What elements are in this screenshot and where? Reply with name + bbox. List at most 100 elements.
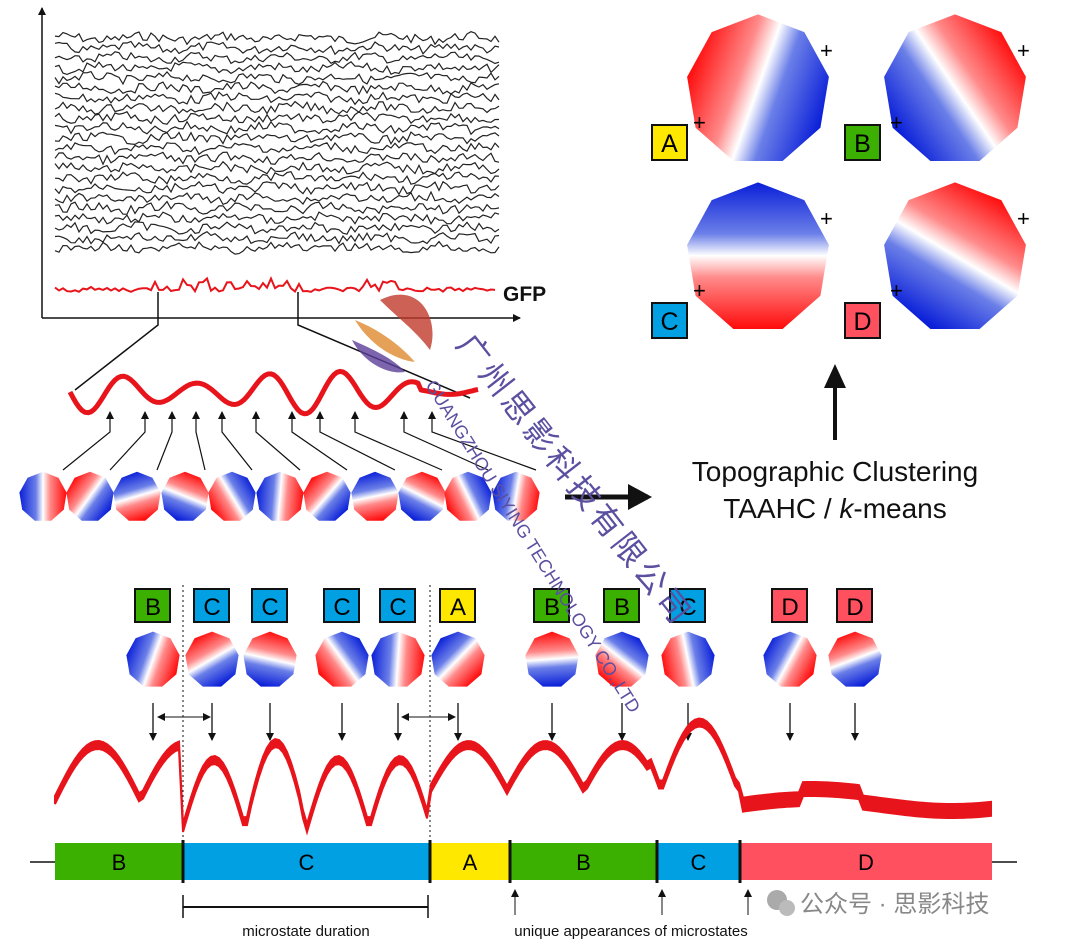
peak-arrow: [109, 411, 149, 471]
template-D: ++D: [844, 182, 1030, 339]
eeg-channel-trace: [54, 70, 500, 86]
template-B: ++B: [844, 14, 1030, 162]
peak-topomap: [492, 471, 540, 521]
template-maps: ++A++B++C++D: [651, 14, 1030, 339]
template-label-box: [651, 124, 688, 161]
segment-label: C: [691, 850, 707, 875]
peak-topomap: [161, 471, 209, 521]
segment-B: [55, 843, 183, 880]
sequence-item: C: [661, 588, 715, 741]
sequence-topomap: [243, 631, 297, 687]
electrode-marker-icon: +: [693, 278, 706, 303]
peak-arrow: [192, 411, 206, 471]
template-topomap: [687, 14, 829, 162]
template-topomap: [884, 182, 1026, 329]
electrode-marker-icon: +: [1017, 38, 1030, 63]
sequence-topomap: [525, 631, 579, 687]
sequence-label-box: [323, 588, 360, 623]
peak-topomap: [398, 471, 446, 521]
clustering-method-prefix: TAAHC /: [723, 493, 839, 524]
peak-arrow: [428, 411, 537, 471]
segment-C: [183, 843, 430, 880]
sequence-item: C: [315, 588, 369, 741]
clustering-title: Topographic Clustering: [692, 456, 978, 487]
eeg-channel-trace: [54, 151, 500, 166]
eeg-channel-trace: [54, 91, 500, 106]
segment-label: B: [112, 850, 127, 875]
template-label: C: [660, 308, 678, 336]
sequence-label: D: [781, 594, 798, 621]
eeg-channel-trace: [54, 111, 499, 125]
segment-B: [510, 843, 657, 880]
eeg-channel-trace: [54, 131, 500, 146]
watermark-logo: [355, 320, 415, 362]
wechat-badge: 公众号 · 思影科技: [767, 890, 989, 918]
clustering-method: TAAHC / k-means: [723, 493, 947, 524]
eeg-channel-trace: [54, 230, 500, 245]
watermark-logo: [380, 294, 433, 350]
clustering-method-suffix: -means: [853, 493, 946, 524]
gfp-large-trace: [54, 717, 992, 836]
sequence-label: D: [846, 594, 863, 621]
sequence-topomap: [431, 631, 485, 687]
peak-arrow: [400, 411, 489, 471]
eeg-channel-trace: [54, 100, 500, 115]
segment-label: D: [858, 850, 874, 875]
peak-topomap: [444, 471, 492, 521]
arrow-head-icon: [824, 364, 846, 388]
sequence-label: C: [261, 594, 278, 621]
sequence-topomap: [126, 631, 180, 687]
sequence-topomap: [371, 631, 425, 687]
gfp-zoomed-trace: [67, 368, 479, 417]
peak-topomap: [208, 471, 256, 521]
duration-label: microstate duration: [242, 923, 370, 940]
sequence-label-box: [439, 588, 476, 623]
peak-topomap: [113, 471, 161, 521]
sequence-topomap: [595, 631, 649, 687]
clustering-label: Topographic Clustering TAAHC / k-means: [692, 456, 978, 524]
sequence-item: D: [763, 588, 817, 741]
template-label-box: [844, 124, 881, 161]
gfp-label: GFP: [503, 283, 546, 306]
eeg-traces: [54, 31, 500, 255]
sequence-label-box: [669, 588, 706, 623]
sequence-item: C: [371, 588, 425, 741]
sequence-label: C: [203, 594, 220, 621]
template-topomap: [884, 14, 1026, 162]
sequence-label-box: [251, 588, 288, 623]
eeg-channel-trace: [54, 221, 500, 235]
template-label: D: [853, 308, 871, 336]
peak-topomaps: [19, 471, 540, 521]
sequence-label: C: [679, 594, 696, 621]
sequence-topomap: [828, 631, 882, 687]
peak-topomap: [66, 471, 114, 521]
sequence-item: C: [185, 588, 239, 741]
electrode-marker-icon: +: [890, 278, 903, 303]
sequence-label: B: [145, 594, 161, 621]
segment-A: [430, 843, 510, 880]
appearances-label: unique appearances of microstates: [514, 923, 747, 940]
template-topomap: [687, 182, 829, 329]
eeg-panel: GFP: [19, 7, 546, 521]
segment-label: B: [576, 850, 591, 875]
clustering-method-k: k: [839, 493, 855, 524]
sequence-label: C: [333, 594, 350, 621]
sequence-label: A: [450, 594, 466, 621]
sequence-item: C: [243, 588, 297, 741]
sequence-label-box: [134, 588, 171, 623]
peak-arrow: [218, 411, 253, 471]
peak-arrow: [62, 411, 114, 471]
wechat-account: 公众号 · 思影科技: [800, 891, 989, 918]
template-A: ++A: [651, 14, 833, 162]
eeg-channel-trace: [54, 171, 500, 185]
eeg-channel-trace: [54, 211, 500, 225]
peak-arrows: [62, 411, 537, 471]
segment-label: A: [463, 850, 478, 875]
peak-topomap: [303, 471, 351, 521]
eeg-channel-trace: [54, 51, 500, 65]
segment-label: C: [299, 850, 315, 875]
